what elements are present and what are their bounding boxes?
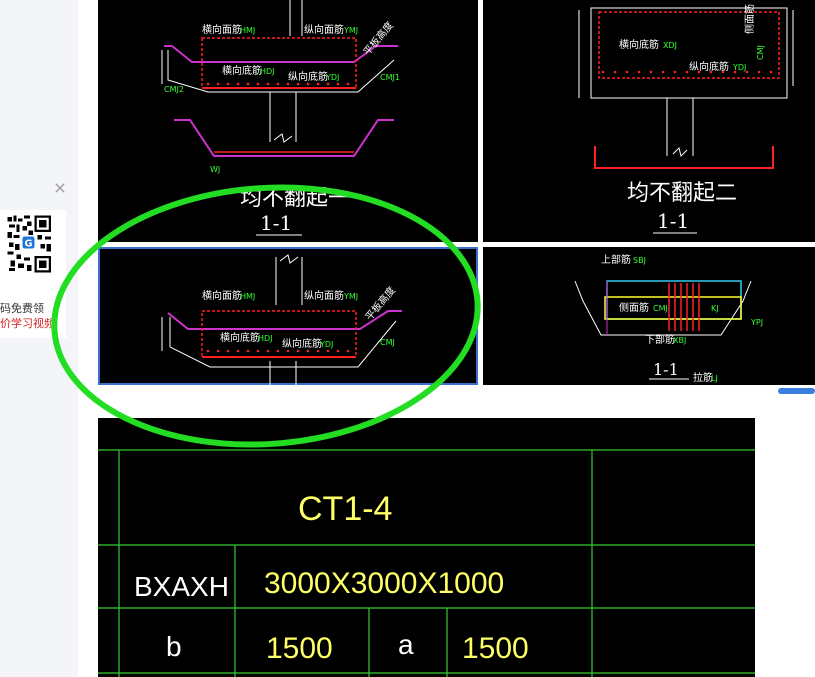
code-ymj-ml: YMJ: [343, 292, 358, 301]
code-hdj: HDJ: [260, 67, 275, 76]
promo-text-1: 码免费领: [0, 302, 44, 315]
cad-panel-mid-right[interactable]: 上部筋 SBJ 侧面筋 CMJ KJ YPJ 下部筋 XBJ 1-1 拉筋 LJ: [483, 247, 815, 385]
label-longitudinal-bottom-ml: 纵向底筋: [282, 337, 322, 350]
section-mark-mid-right: 1-1: [653, 360, 679, 379]
section-mark-top-left: 1-1: [260, 211, 292, 235]
dims-value: 3000X3000X1000: [264, 567, 504, 600]
code-ypj: YPJ: [750, 318, 763, 327]
label-bottom-mr: 下部筋: [645, 333, 675, 346]
code-hmj-ml: HMJ: [240, 292, 255, 301]
label-transverse-top-ml: 横向面筋: [202, 289, 242, 302]
qr-code-icon: G: [7, 214, 53, 274]
footing-parameter-table: CT1-4 BXAXH 3000X3000X1000 b 1500 a 1500: [98, 418, 755, 677]
dims-label: BXAXH: [134, 571, 229, 602]
cad-panel-top-right[interactable]: 横向底筋 XDJ 纵向底筋 YDJ 侧面筋 CMJ 均不翻起二 1-1: [483, 0, 815, 242]
code-wj: WJ: [210, 165, 220, 174]
close-icon[interactable]: ×: [53, 178, 67, 197]
code-ydj-ml: YDJ: [319, 340, 333, 349]
promo-text-2: 价学习视频: [0, 317, 55, 330]
label-tie-mr: 拉筋: [693, 371, 713, 384]
svg-text:G: G: [24, 238, 32, 249]
label-transverse-bottom: 横向底筋: [222, 64, 262, 77]
code-lj: LJ: [711, 374, 718, 383]
code-cmj-ml: CMJ: [380, 338, 395, 347]
caption-top-left: 均不翻起一: [240, 186, 350, 211]
code-ymj: YMJ: [343, 26, 358, 35]
code-cmj-mr: CMJ: [653, 304, 668, 313]
label-longitudinal-bottom-tr: 纵向底筋: [689, 60, 729, 73]
label-side-tr: 侧面筋: [743, 4, 756, 34]
footing-id: CT1-4: [298, 490, 392, 528]
code-hmj: HMJ: [240, 26, 255, 35]
left-side-panel: × G 码免费领 价学习视频: [0, 0, 78, 677]
label-side: 平板高度: [360, 19, 396, 58]
a-value: 1500: [462, 632, 529, 665]
cad-panel-top-left[interactable]: 横向面筋 HMJ 纵向面筋 YMJ 横向底筋 HDJ 纵向底筋 YDJ CMJ1…: [98, 0, 478, 242]
label-longitudinal-top: 纵向面筋: [304, 23, 344, 36]
code-ydj: YDJ: [325, 73, 339, 82]
qr-promo-card[interactable]: G 码免费领 价学习视频: [0, 210, 66, 338]
label-transverse-top: 横向面筋: [202, 23, 242, 36]
a-label: a: [398, 629, 414, 660]
code-sbj: SBJ: [633, 256, 646, 265]
section-mark-top-right: 1-1: [657, 209, 689, 233]
label-top-mr: 上部筋: [601, 253, 631, 266]
code-cmj2: CMJ2: [164, 85, 184, 94]
code-hdj-ml: HDJ: [258, 334, 273, 343]
cad-panel-mid-left[interactable]: 横向面筋 HMJ 纵向面筋 YMJ 横向底筋 HDJ 纵向底筋 YDJ CMJ …: [98, 247, 478, 385]
horizontal-scrollbar[interactable]: [778, 388, 815, 394]
caption-top-right: 均不翻起二: [627, 181, 737, 206]
b-label: b: [166, 631, 182, 662]
code-kj: KJ: [711, 304, 719, 313]
label-transverse-bottom-ml: 横向底筋: [220, 331, 260, 344]
b-value: 1500: [266, 632, 333, 665]
label-longitudinal-top-ml: 纵向面筋: [304, 289, 344, 302]
label-longitudinal-bottom: 纵向底筋: [288, 70, 328, 83]
code-cmj-tr: CMJ: [756, 45, 765, 60]
code-cmj1: CMJ1: [380, 73, 400, 82]
code-xdj: XDJ: [663, 41, 677, 50]
code-xbj: XBJ: [673, 336, 686, 345]
code-ydj-tr: YDJ: [732, 63, 746, 72]
label-side-mr: 侧面筋: [619, 301, 649, 314]
label-transverse-bottom-tr: 横向底筋: [619, 38, 659, 51]
